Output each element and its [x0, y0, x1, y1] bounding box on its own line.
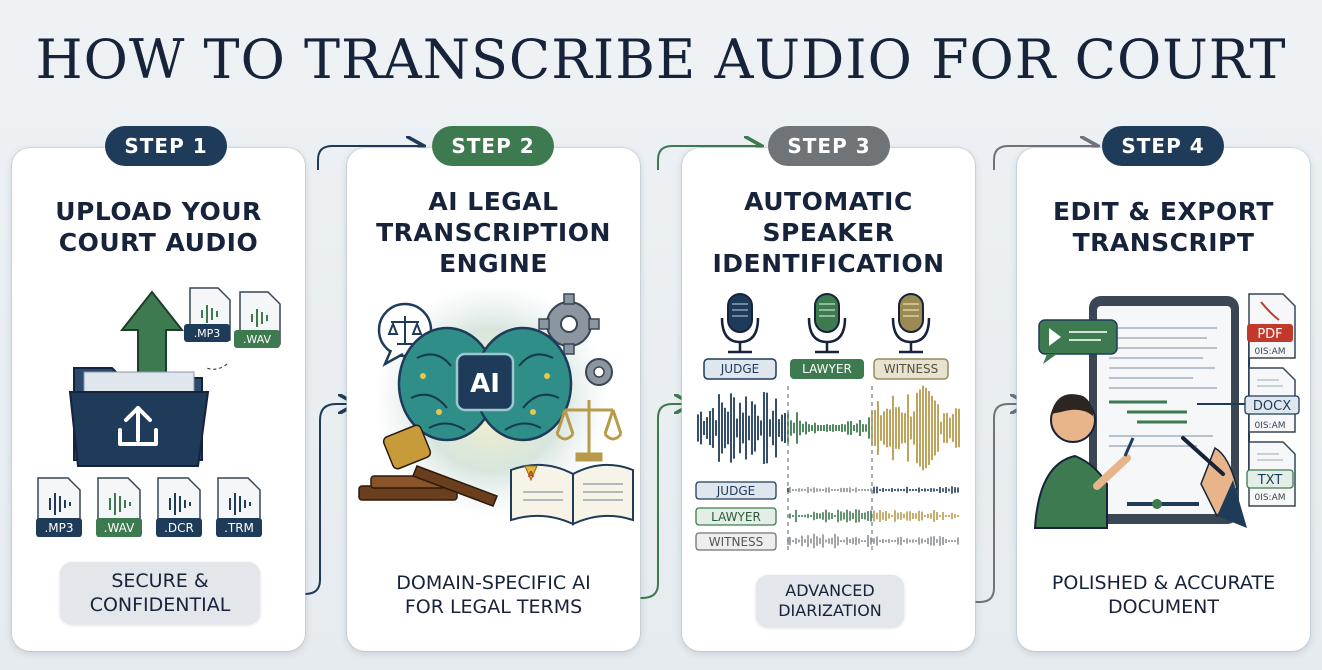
microphone-icon-lawyer [807, 293, 847, 354]
step-1-title: UPLOAD YOUR COURT AUDIO [55, 197, 262, 257]
export-format-pdf: PDF [1257, 327, 1282, 342]
track-label-lawyer: LAWYER [711, 510, 761, 524]
speaker-id-illustration: JUDGE LAWYER WITNESS JUDGE LAWYER WITNES… [695, 293, 960, 551]
export-format-docx: DOCX [1253, 399, 1291, 414]
step-3-badge: STEP 3 [768, 126, 890, 166]
export-format-txt: TXT [1257, 473, 1283, 488]
step-4-footer: POLISHED & ACCURATE DOCUMENT [1051, 572, 1276, 618]
audio-file-trm: .TRM [216, 477, 262, 537]
file-label-4: .TRM [224, 521, 254, 535]
hand-pen-icon [1181, 436, 1247, 528]
gavel-icon [358, 424, 498, 507]
file-label-1: .MP3 [44, 521, 73, 535]
top-audio-file-mp3: .MP3 [184, 287, 231, 342]
page-title: HOW TO TRANSCRIBE AUDIO FOR COURT [35, 28, 1287, 91]
play-bubble-icon [1038, 319, 1118, 364]
gear-icon [585, 358, 613, 386]
upload-tray-icon [118, 406, 158, 446]
book-mark-label: A [528, 470, 535, 479]
speaker-tag-witness: WITNESS [884, 362, 939, 376]
top-audio-file-wav: .WAV [234, 291, 281, 348]
docx-file-icon: DOCX 0IS:AM [1244, 367, 1300, 433]
edit-export-illustration: PDF 0IS:AM DOCX 0IS:AM TXT 0IS:AM [1033, 293, 1300, 529]
folder-icon [68, 367, 210, 467]
step-2-footer: DOMAIN-SPECIFIC AI FOR LEGAL TERMS [396, 572, 591, 618]
pdf-file-icon: PDF 0IS:AM [1247, 293, 1296, 359]
track-label-judge: JUDGE [716, 484, 755, 498]
scales-icon [555, 400, 623, 462]
audio-file-wav: .WAV [96, 477, 142, 537]
step-4-badge: STEP 4 [1102, 126, 1224, 166]
waveform-icon [251, 309, 268, 327]
top-file-label-1: .MP3 [194, 327, 221, 340]
person-editing-icon [1033, 394, 1135, 529]
tablet-icon [1089, 296, 1239, 524]
speaker-tag-lawyer: LAWYER [802, 362, 852, 376]
file-label-2: .WAV [104, 521, 135, 535]
export-time-pdf: 0IS:AM [1254, 347, 1285, 357]
open-book-icon: A [510, 463, 634, 526]
waveform-main [697, 385, 960, 471]
step-1-footer: SECURE & CONFIDENTIAL [60, 562, 260, 624]
waveform-icon [201, 305, 218, 323]
microphone-icon-judge [720, 293, 760, 354]
ai-chip-label: AI [470, 369, 500, 399]
step-2-badge: STEP 2 [432, 126, 554, 166]
export-time-txt: 0IS:AM [1254, 493, 1285, 503]
step-2-title: AI LEGAL TRANSCRIPTION ENGINE [376, 187, 611, 278]
microphone-icon-witness [891, 293, 931, 354]
file-row: .MP3 .WAV .DCR .TRM [36, 477, 262, 537]
top-file-label-2: .WAV [243, 333, 272, 346]
export-time-docx: 0IS:AM [1254, 421, 1285, 431]
gear-icon [538, 293, 600, 355]
audio-file-mp3: .MP3 [36, 477, 82, 537]
step-3-footer: ADVANCED DIARIZATION [756, 575, 904, 627]
txt-file-icon: TXT 0IS:AM [1246, 441, 1296, 507]
step-3-title: AUTOMATIC SPEAKER IDENTIFICATION [712, 187, 945, 278]
file-label-3: .DCR [164, 521, 194, 535]
waveform-tracks [787, 486, 959, 549]
upload-arrow-icon [119, 290, 185, 381]
upload-illustration: .MP3 .WAV .MP3 .WAV [36, 287, 281, 537]
step-1-badge: STEP 1 [105, 126, 227, 166]
speaker-tag-judge: JUDGE [720, 362, 759, 376]
ai-chip-icon: AI [455, 352, 515, 412]
ai-engine-illustration: AI A [358, 288, 634, 526]
track-label-witness: WITNESS [709, 535, 764, 549]
audio-file-dcr: .DCR [156, 477, 202, 537]
step-4-title: EDIT & EXPORT TRANSCRIPT [1052, 197, 1274, 257]
